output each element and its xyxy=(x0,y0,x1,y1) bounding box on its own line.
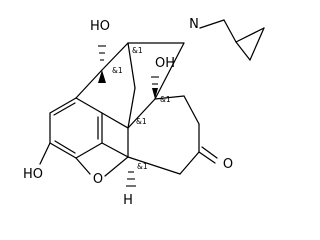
bond xyxy=(39,142,51,165)
bond xyxy=(199,19,225,29)
atom-ho-top: HO xyxy=(90,19,110,34)
stereo-label-c9: &1 xyxy=(132,46,143,55)
bond xyxy=(101,112,129,129)
atom-oh-right: OH xyxy=(155,56,175,71)
stereo-label-c5: &1 xyxy=(137,162,148,171)
stereo-label-c14: &1 xyxy=(160,95,171,104)
bond xyxy=(75,142,103,159)
bond xyxy=(235,41,251,61)
bond xyxy=(183,95,200,125)
bond xyxy=(75,157,91,175)
bond xyxy=(49,142,77,159)
stereo-label-c13: &1 xyxy=(136,117,147,126)
bond xyxy=(75,97,103,114)
double-bond xyxy=(201,146,218,159)
double-bond xyxy=(54,140,76,154)
stereo-label-c10: &1 xyxy=(112,66,123,75)
bond xyxy=(198,151,216,164)
bond xyxy=(101,42,129,71)
atom-nitrogen: N xyxy=(189,17,199,32)
bond xyxy=(127,98,156,129)
bond xyxy=(154,42,185,100)
atom-ho-bottom: HO xyxy=(23,167,43,182)
bond xyxy=(235,27,265,43)
atom-ketone-oxygen: O xyxy=(223,157,233,172)
bond xyxy=(154,95,185,100)
bond xyxy=(223,19,237,43)
bond xyxy=(75,69,103,99)
atom-ether-oxygen: O xyxy=(93,172,103,187)
bond xyxy=(127,42,136,89)
atom-hydrogen: H xyxy=(123,193,133,208)
bond xyxy=(104,156,129,177)
molecule-structure: HO OH N HO O O H &1 &1 &1 &1 &1 xyxy=(23,17,265,208)
double-bond xyxy=(53,102,76,116)
bond xyxy=(179,151,200,175)
bond xyxy=(249,27,265,61)
bond xyxy=(127,87,136,129)
bond xyxy=(127,156,181,175)
bond xyxy=(101,142,129,158)
bond xyxy=(49,97,77,114)
